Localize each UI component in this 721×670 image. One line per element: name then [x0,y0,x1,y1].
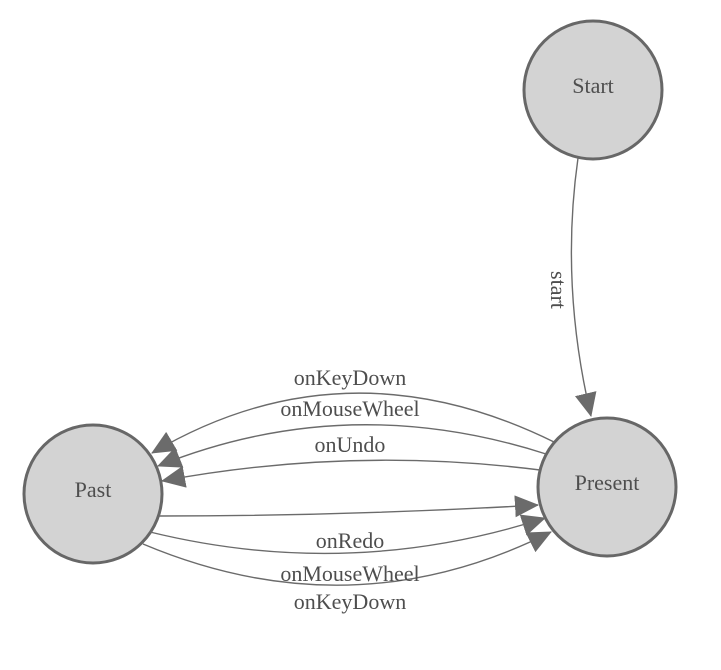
transition-label-onmousewheel-top: onMouseWheel [280,396,419,421]
transition-label-onredo: onRedo [316,528,384,553]
transition-edge-past-to-present-onkeydown [142,531,552,586]
transition-edge-past-to-present-onmousewheel [149,514,546,555]
transition-edge-present-to-past-onkeydown [151,392,555,454]
transition-edge-present-to-past-onundo [161,459,541,488]
state-node-start[interactable]: Start [522,19,664,161]
transition-edge-present-to-past-onmousewheel [157,424,547,468]
state-circle[interactable] [536,416,678,558]
transition-label-onkeydown-top: onKeyDown [294,365,406,390]
transition-edge-start-to-present [570,157,597,417]
transition-label-onmousewheel-bottom: onMouseWheel [280,561,419,586]
state-circle[interactable] [522,19,664,161]
state-node-label: Past [75,477,112,502]
transition-label-onundo: onUndo [315,432,386,457]
state-node-past[interactable]: Past [22,423,164,565]
state-node-label: Start [572,73,614,98]
transition-label-onkeydown-bottom: onKeyDown [294,589,406,614]
state-node-label: Present [575,470,640,495]
state-circle[interactable] [22,423,164,565]
transition-label-start: start [546,271,571,309]
state-node-present[interactable]: Present [536,416,678,558]
transition-edge-past-to-present-onredo [158,495,539,518]
